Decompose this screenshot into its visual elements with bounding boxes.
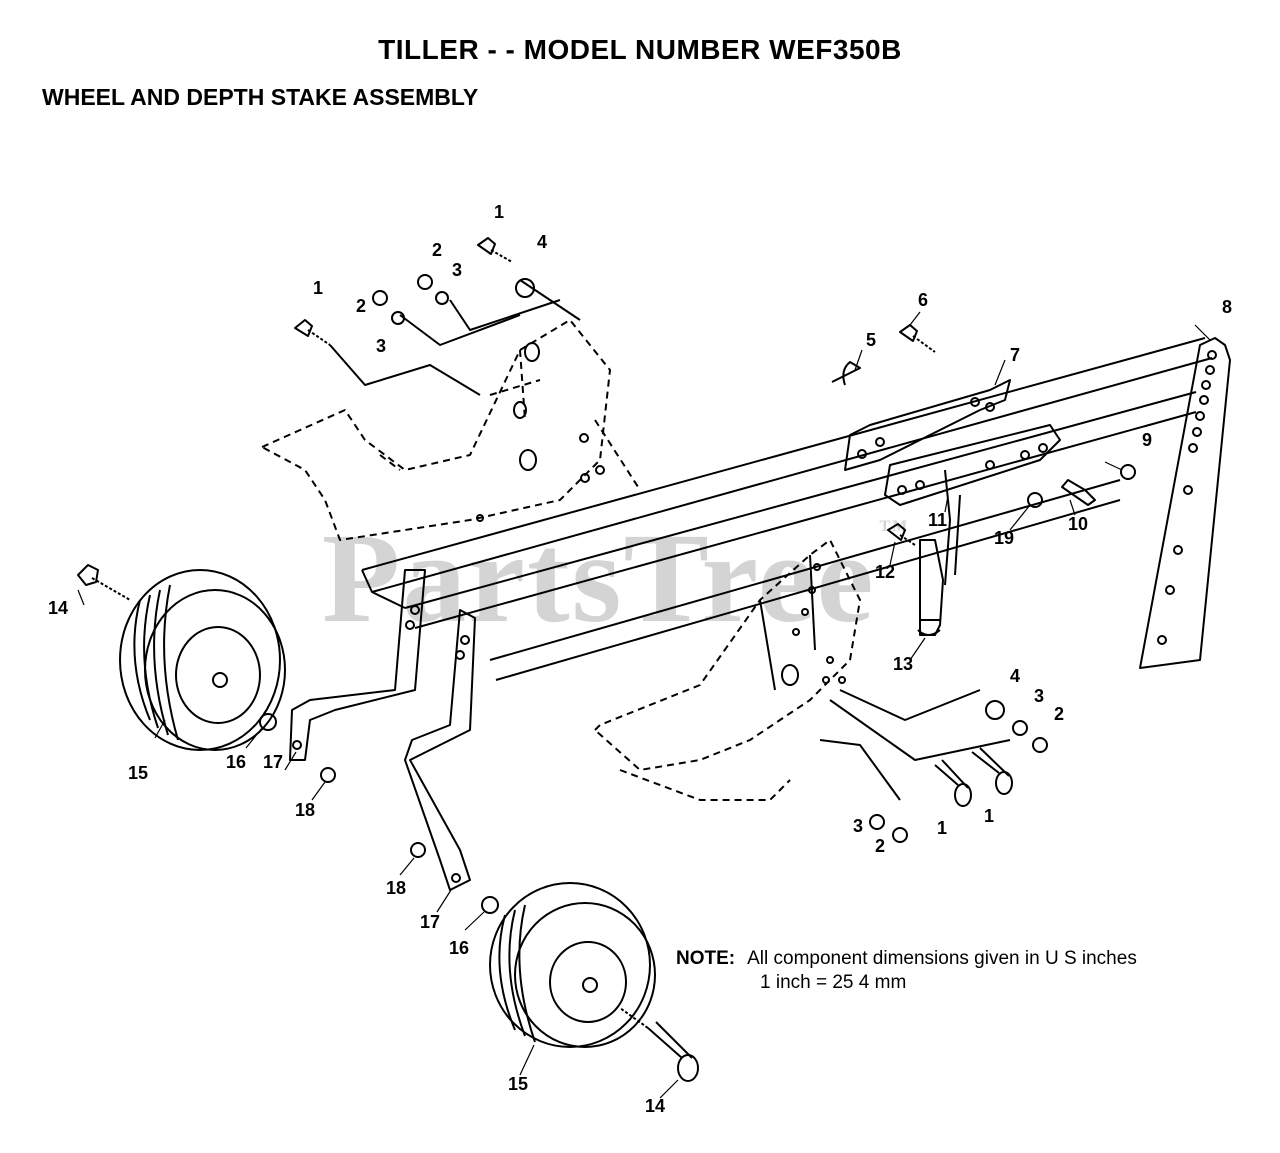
nut-2-bottom (892, 827, 908, 843)
callout-2: 2 (875, 836, 885, 856)
callout-4: 4 (1010, 666, 1020, 686)
callout-12: 12 (875, 562, 895, 582)
bolt-6 (899, 324, 936, 353)
callout-3: 3 (452, 260, 462, 280)
nut-19 (1027, 492, 1043, 508)
nut-3-right (1012, 720, 1028, 736)
callout-9: 9 (1142, 430, 1152, 450)
callout-7: 7 (1010, 345, 1020, 365)
callout-1: 1 (313, 278, 323, 298)
note-label: NOTE: (676, 948, 736, 969)
callout-14: 14 (645, 1096, 665, 1116)
lower-plate-11 (884, 424, 1061, 586)
callout-1: 1 (937, 818, 947, 838)
callout-11: 11 (928, 510, 947, 530)
frame-beams (361, 337, 1213, 681)
callout-2: 2 (1054, 704, 1064, 724)
wheel-arm-left (289, 569, 426, 761)
depth-stake-8 (1139, 337, 1231, 669)
washer-4-top (515, 278, 535, 298)
left-bracket-holes (476, 342, 605, 522)
callout-18: 18 (386, 878, 406, 898)
callout-17: 17 (263, 752, 283, 772)
wheel-arm-right (404, 609, 476, 891)
nut-3-top-left (391, 311, 405, 325)
dimensions-note: NOTE: All component dimensions given in U… (676, 947, 1137, 995)
callout-18: 18 (295, 800, 315, 820)
callout-10: 10 (1068, 514, 1088, 534)
nut-18-right (410, 842, 426, 858)
nut-3-top (435, 291, 449, 305)
callout-1: 1 (494, 202, 504, 222)
right-bracket-holes (781, 563, 846, 686)
left-bolt-leaders (329, 279, 581, 396)
callout-16: 16 (449, 938, 469, 958)
callout-3: 3 (853, 816, 863, 836)
nut-2-top-left (372, 290, 388, 306)
note-line-1: All component dimensions given in U S in… (747, 948, 1137, 969)
callout-15: 15 (128, 763, 148, 783)
nut-2-top (417, 274, 433, 290)
note-line-2: 1 inch = 25 4 mm (760, 972, 907, 993)
callout-13: 13 (893, 654, 913, 674)
right-bolt-leaders (819, 689, 1011, 801)
washer-4-right (985, 700, 1005, 720)
pin-10 (1061, 479, 1096, 506)
nut-9 (1120, 464, 1136, 480)
callout-15: 15 (508, 1074, 528, 1094)
callout-1: 1 (984, 806, 994, 826)
wheel-left (119, 569, 286, 751)
bolt-14-left (77, 564, 131, 601)
callout-4: 4 (537, 232, 547, 252)
bolt-1-top-left (294, 319, 331, 346)
upper-plate-7 (844, 379, 1011, 471)
nut-3-bottom (869, 814, 885, 830)
leader-lines (77, 311, 1211, 1099)
callout-3: 3 (376, 336, 386, 356)
bolt-14-right (619, 1007, 699, 1082)
right-frame-bracket (594, 539, 861, 801)
callout-16: 16 (226, 752, 246, 772)
wheel-right (489, 882, 656, 1048)
hair-pin-5 (831, 361, 861, 386)
callout-3: 3 (1034, 686, 1044, 706)
callout-17: 17 (420, 912, 440, 932)
stake-pin-13 (917, 539, 944, 636)
nut-2-right (1032, 737, 1048, 753)
callout-8: 8 (1222, 297, 1232, 317)
callout-19: 19 (994, 528, 1014, 548)
callout-2: 2 (356, 296, 366, 316)
callout-5: 5 (866, 330, 876, 350)
callout-6: 6 (918, 290, 928, 310)
bolt-12 (887, 523, 916, 546)
washer-16-left (259, 713, 277, 731)
bolt-1-right-a (934, 759, 972, 807)
callout-2: 2 (432, 240, 442, 260)
page-title: TILLER - - MODEL NUMBER WEF350B (378, 34, 902, 65)
assembly-subtitle: WHEEL AND DEPTH STAKE ASSEMBLY (42, 84, 479, 110)
bolt-1-top (477, 237, 513, 263)
nut-18-left (320, 767, 336, 783)
callout-14: 14 (48, 598, 68, 618)
washer-16-right (481, 896, 499, 914)
bolt-1-right-b (971, 747, 1013, 795)
left-frame-bracket (261, 319, 641, 541)
